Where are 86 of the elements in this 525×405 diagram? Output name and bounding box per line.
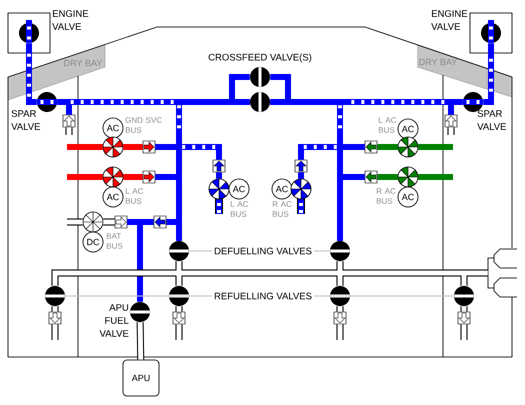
valve <box>250 92 270 112</box>
pump <box>398 166 418 188</box>
pipe <box>336 324 344 340</box>
check-valve <box>334 312 346 324</box>
pipe <box>103 218 115 226</box>
unit-box: APU <box>122 360 160 396</box>
valve-label: SPAR VALVE <box>477 110 506 130</box>
pipe <box>176 261 182 286</box>
pipe <box>418 144 453 150</box>
bus-label: R AC BUS <box>272 201 292 217</box>
valve <box>130 302 150 322</box>
pipe <box>66 127 72 135</box>
valve <box>169 241 189 261</box>
bus-label: L AC BUS <box>230 201 248 217</box>
valve <box>481 20 501 43</box>
shaded-band: DRY BAY <box>416 44 488 90</box>
check-valve <box>142 170 156 184</box>
pump <box>102 166 124 188</box>
bus-label: GND SVC BUS <box>126 117 162 133</box>
bus-label: R AC BUS <box>376 188 396 204</box>
pipe <box>123 174 143 180</box>
valve <box>45 286 65 306</box>
check-valve <box>444 114 458 128</box>
check-valve <box>48 312 62 324</box>
check-valve <box>364 140 378 154</box>
check-valve <box>172 312 186 324</box>
pipe <box>52 269 488 286</box>
pipe <box>377 174 398 180</box>
refuel-coupling <box>488 248 518 298</box>
valve-label: SPAR VALVE <box>11 110 40 130</box>
pipe <box>26 43 37 105</box>
pump <box>290 178 312 214</box>
valve <box>454 286 474 306</box>
pipe <box>377 144 398 150</box>
pipe <box>176 324 182 340</box>
pipe <box>298 172 304 179</box>
pipe <box>460 306 468 312</box>
pipe <box>67 144 103 150</box>
valve-label: APU FUEL VALVE <box>100 304 128 337</box>
check-valve <box>458 312 470 324</box>
valve <box>19 20 39 43</box>
bus-label: L AC BUS <box>126 188 144 204</box>
pipe <box>216 172 222 179</box>
pipe <box>52 324 58 340</box>
check-valve <box>142 140 156 154</box>
valve-label: CROSSFEED VALVE(S) <box>208 54 312 62</box>
pipe <box>67 218 83 226</box>
pipe <box>67 174 103 180</box>
valve <box>330 286 350 306</box>
callout-text: DEFUELLING VALVES <box>214 248 312 254</box>
pump <box>82 212 104 232</box>
check-valve <box>294 160 308 172</box>
pipe <box>336 306 344 312</box>
check-valve <box>114 216 128 228</box>
pipe <box>460 324 468 340</box>
valve <box>37 92 57 112</box>
valve-label: ENGINE VALVE <box>52 10 88 30</box>
pipe <box>52 306 58 312</box>
pipe <box>418 174 453 180</box>
pipe <box>176 144 222 241</box>
check-valve <box>364 170 378 184</box>
pump <box>208 178 230 214</box>
check-valve <box>62 114 76 128</box>
bus-label: BAT BUS <box>106 233 122 249</box>
pipe <box>483 43 494 105</box>
valve <box>250 67 270 87</box>
pipe <box>448 127 454 135</box>
leader-line <box>314 250 330 252</box>
check-valve <box>154 216 166 228</box>
valve <box>463 92 483 112</box>
pipe <box>136 322 144 360</box>
valve <box>330 241 350 261</box>
valve-label: ENGINE VALVE <box>431 10 468 30</box>
pipe <box>176 306 182 312</box>
bus-label: L AC BUS <box>378 117 396 133</box>
pipe <box>336 261 344 286</box>
check-valve <box>212 160 226 172</box>
shaded-band: DRY BAY <box>32 44 106 92</box>
pipe <box>123 144 143 150</box>
leader-line <box>188 250 212 252</box>
pipe <box>298 144 343 241</box>
pipe <box>127 219 143 302</box>
valve <box>169 286 189 306</box>
callout-text: REFUELLING VALVES <box>214 292 312 300</box>
pump <box>398 136 418 158</box>
pump <box>102 136 124 158</box>
